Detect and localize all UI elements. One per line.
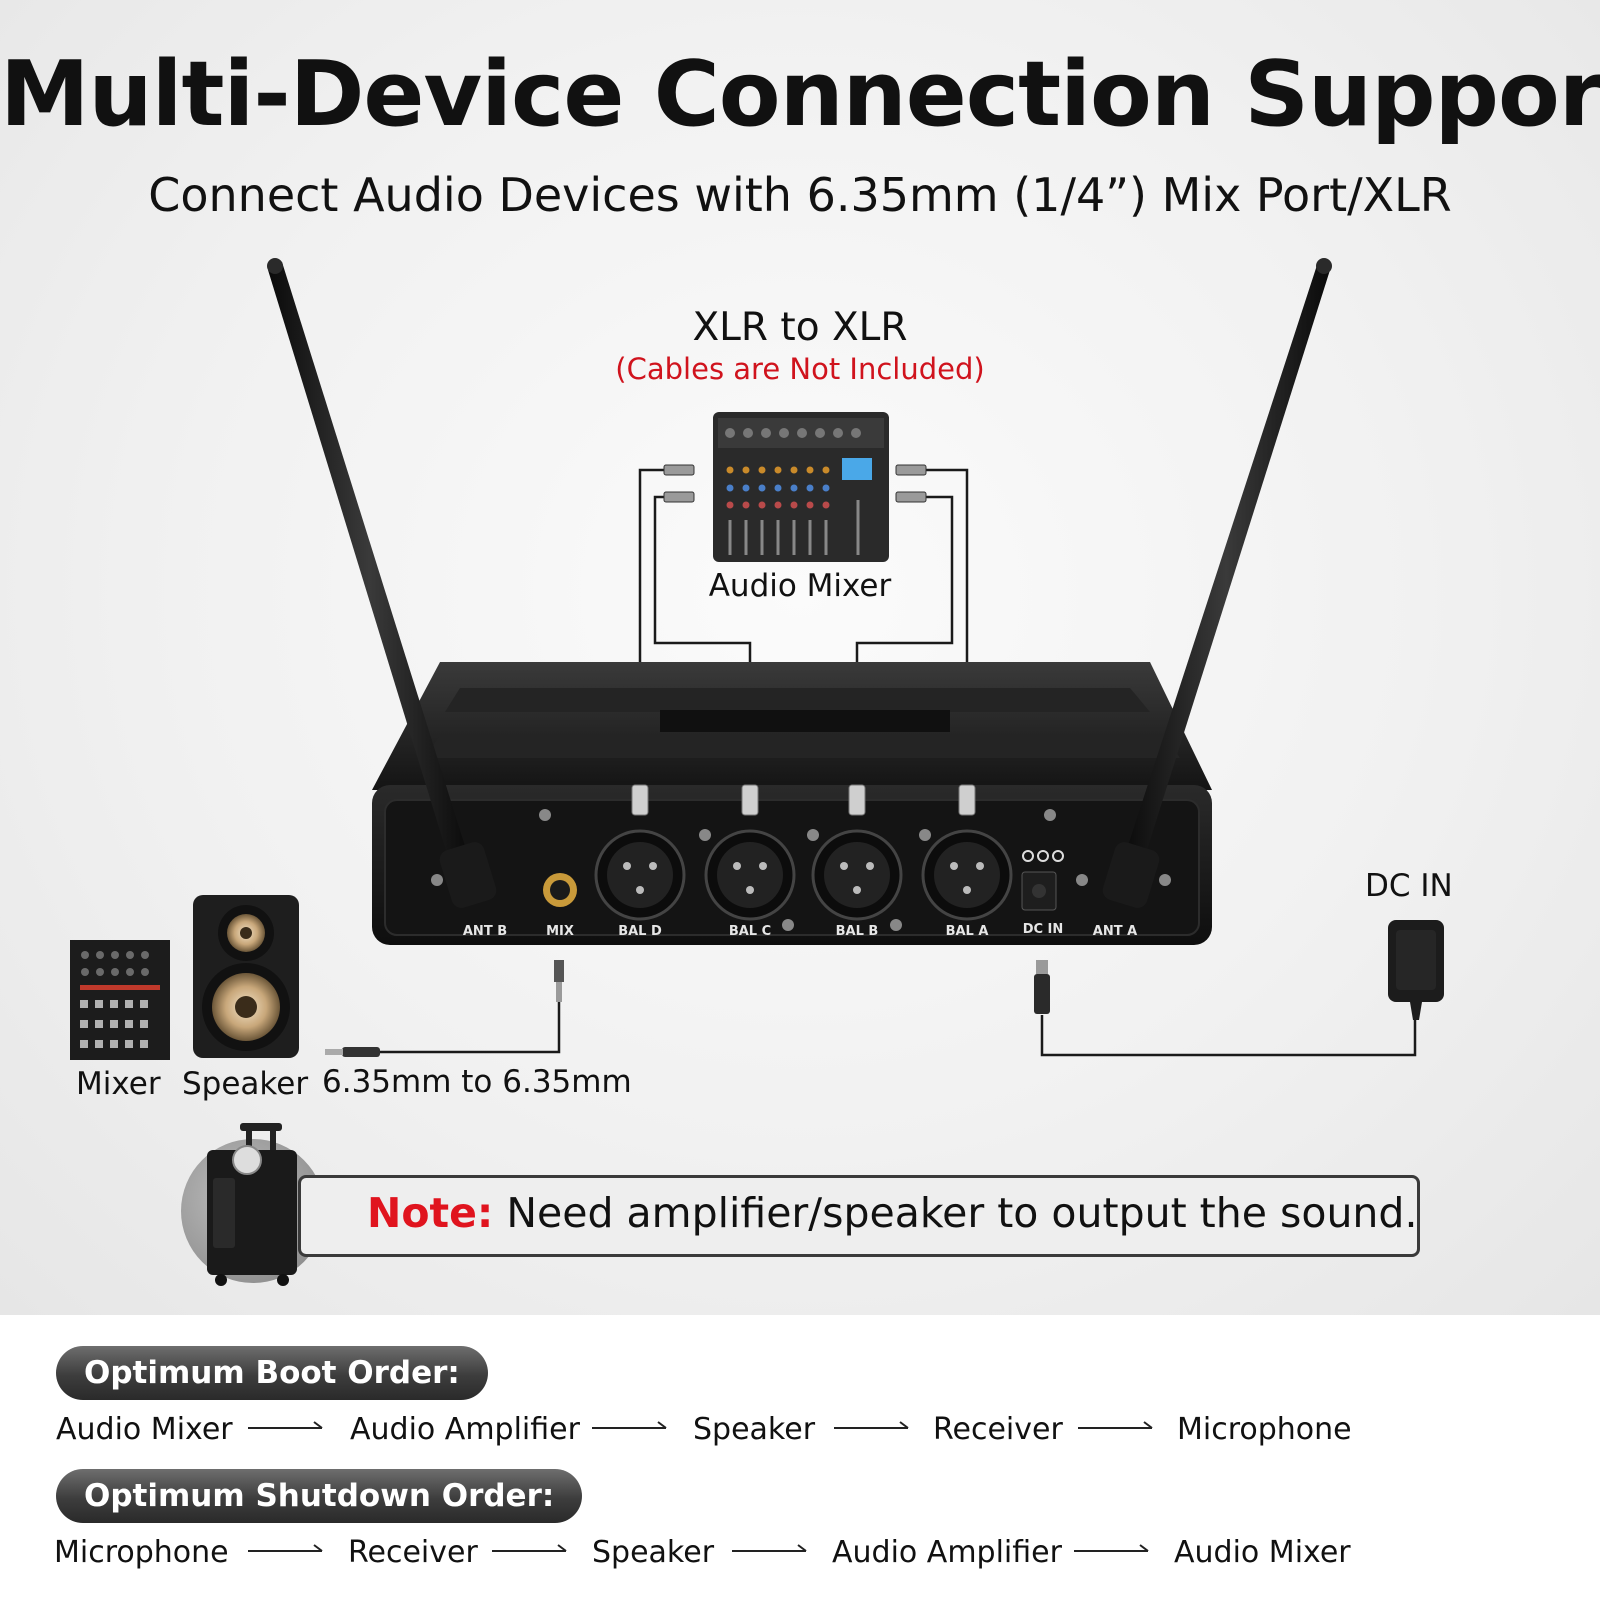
note-text: Note: Need amplifier/speaker to output t…	[367, 1189, 1417, 1237]
cables-not-included-note: (Cables are Not Included)	[615, 352, 985, 386]
shutdown-order-arrows	[248, 1544, 1149, 1552]
audio-mixer-icon	[713, 412, 889, 562]
boot-order-arrows	[248, 1421, 1153, 1429]
shutdown-step-2: Receiver	[348, 1535, 478, 1570]
shutdown-step-1: Microphone	[54, 1535, 229, 1570]
xlr-port-bal-c	[704, 829, 796, 921]
boot-step-3: Speaker	[693, 1412, 816, 1447]
note-box: Note: Need amplifier/speaker to output t…	[298, 1175, 1420, 1257]
xlr-heading: XLR to XLR	[692, 305, 908, 350]
page-title: Multi-Device Connection Support	[0, 42, 1600, 147]
note-body: Need amplifier/speaker to output the sou…	[493, 1189, 1418, 1237]
xlr-port-bal-d	[594, 829, 686, 921]
dc-in-label: DC IN	[1365, 868, 1453, 904]
xlr-plug-icons	[663, 464, 927, 503]
shutdown-step-4: Audio Amplifier	[832, 1535, 1062, 1570]
page-subtitle: Connect Audio Devices with 6.35mm (1/4”)…	[148, 168, 1452, 222]
speaker-label: Speaker	[182, 1066, 309, 1102]
boot-step-1: Audio Mixer	[56, 1412, 233, 1447]
port-label-ant-b: ANT B	[463, 924, 507, 939]
receiver-ports: ANT B MIX BAL D BAL C BAL B BAL A DC IN …	[431, 784, 1171, 939]
port-label-dc-in: DC IN	[1023, 922, 1064, 937]
port-label-bal-c: BAL C	[729, 924, 771, 939]
shutdown-step-3: Speaker	[592, 1535, 715, 1570]
boot-step-5: Microphone	[1177, 1412, 1352, 1447]
audio-mixer-label: Audio Mixer	[708, 568, 892, 604]
receiver-unit-icon	[372, 662, 1212, 945]
shutdown-step-5: Audio Mixer	[1174, 1535, 1351, 1570]
mix-cable	[325, 960, 564, 1057]
shutdown-order-heading: Optimum Shutdown Order:	[56, 1469, 583, 1523]
antenna-icon-left	[267, 258, 497, 908]
boot-step-4: Receiver	[933, 1412, 1063, 1447]
port-label-bal-d: BAL D	[618, 924, 662, 939]
port-label-bal-b: BAL B	[836, 924, 879, 939]
boot-order-heading: Optimum Boot Order:	[56, 1346, 488, 1400]
port-label-bal-a: BAL A	[946, 924, 989, 939]
power-adapter-icon	[1388, 920, 1444, 1020]
boot-step-2: Audio Amplifier	[350, 1412, 580, 1447]
hero-background	[0, 0, 1600, 1315]
dj-mixer-icon	[70, 940, 170, 1060]
speaker-icon	[193, 895, 299, 1058]
antenna-icon-right	[1102, 258, 1332, 908]
cable-type-label: 6.35mm to 6.35mm	[322, 1064, 632, 1100]
note-key: Note:	[367, 1189, 494, 1237]
mixer-label: Mixer	[76, 1066, 161, 1102]
dc-cable	[1034, 960, 1417, 1057]
port-label-mix: MIX	[546, 924, 574, 939]
xlr-port-bal-b	[811, 829, 903, 921]
xlr-port-bal-a	[921, 829, 1013, 921]
port-label-ant-a: ANT A	[1093, 924, 1137, 939]
party-speaker-icon	[181, 1123, 325, 1286]
